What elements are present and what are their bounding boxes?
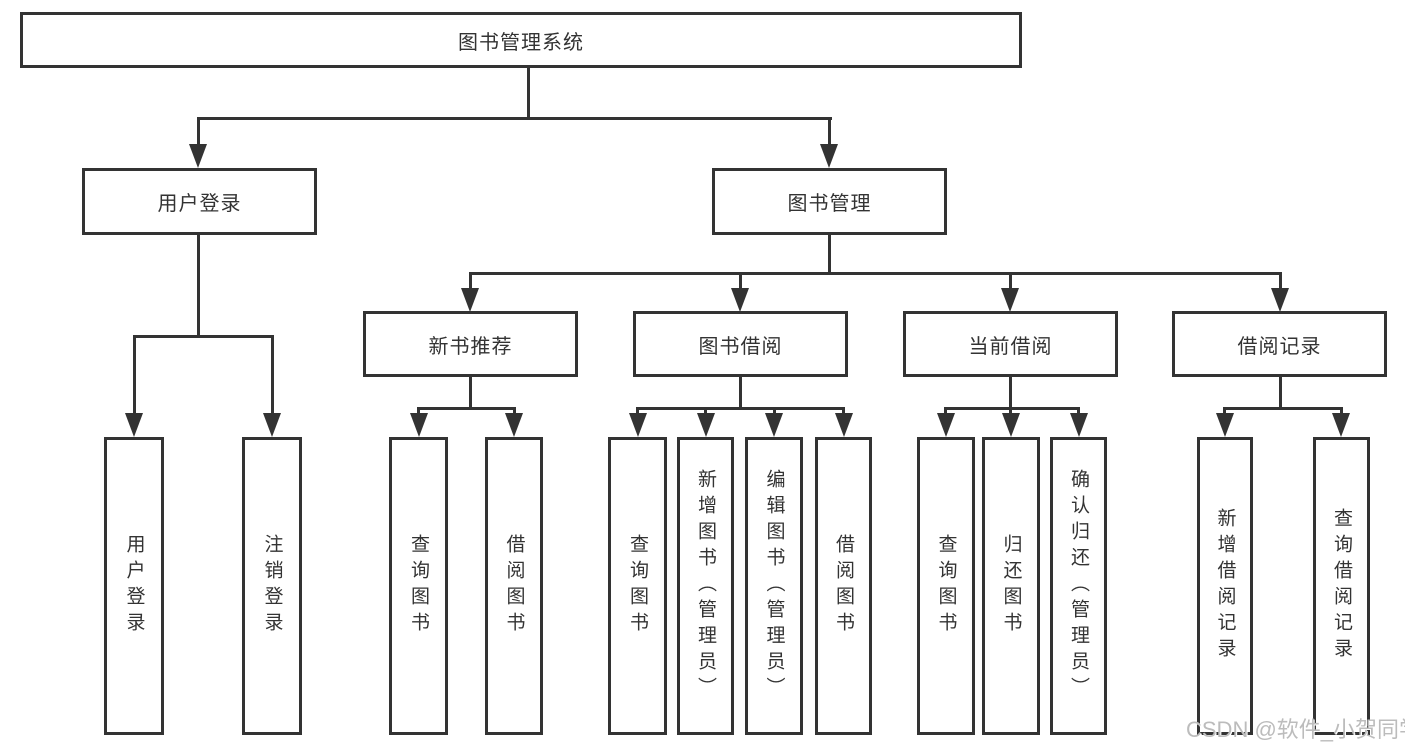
arrow-down-icon (731, 288, 749, 312)
connector-drop (636, 407, 639, 417)
leaf-label: 确认归还（管理员） (1068, 469, 1089, 703)
leaf-add-book-admin: 新增图书（管理员） (677, 437, 734, 735)
arrow-down-icon (1271, 288, 1289, 312)
connector-user-login-trunk (197, 235, 200, 338)
connector-user-login-bar (133, 335, 274, 338)
connector-drop-current-borrow (1009, 272, 1012, 292)
connector-borrow-record-bar (1223, 407, 1343, 410)
connector-book-mgmt-trunk (828, 235, 831, 275)
arrow-down-icon (1001, 288, 1019, 312)
connector-drop-book-borrow (739, 272, 742, 292)
leaf-return-book: 归还图书 (982, 437, 1040, 735)
leaf-label: 查询借阅记录 (1331, 508, 1352, 664)
node-user-login: 用户登录 (82, 168, 317, 235)
arrow-down-icon (820, 144, 838, 168)
node-new-book-recommend: 新书推荐 (363, 311, 578, 377)
leaf-label: 查询图书 (627, 534, 648, 638)
leaf-add-borrow-record: 新增借阅记录 (1197, 437, 1253, 735)
arrow-down-icon (835, 413, 853, 437)
connector-drop-book-mgmt (828, 117, 831, 149)
arrow-down-icon (461, 288, 479, 312)
leaf-logout: 注销登录 (242, 437, 302, 735)
leaf-label: 归还图书 (1000, 534, 1022, 638)
node-root: 图书管理系统 (20, 12, 1022, 68)
leaf-query-book-1: 查询图书 (389, 437, 448, 735)
connector-current-borrow-trunk (1009, 377, 1012, 409)
arrow-down-icon (937, 413, 955, 437)
connector-drop (1077, 407, 1080, 417)
arrow-down-icon (629, 413, 647, 437)
connector-drop-user-login (197, 117, 200, 149)
arrow-down-icon (410, 413, 428, 437)
connector-level3-bar (469, 272, 1282, 275)
leaf-label: 借阅图书 (503, 534, 525, 638)
leaf-borrow-book-2: 借阅图书 (815, 437, 872, 735)
connector-drop (513, 407, 516, 417)
connector-drop (1009, 407, 1012, 417)
connector-level2-bar (197, 117, 832, 120)
arrow-down-icon (765, 413, 783, 437)
leaf-user-login: 用户登录 (104, 437, 164, 735)
connector-book-borrow-bar (636, 407, 845, 410)
arrow-down-icon (263, 413, 281, 437)
leaf-label: 借阅图书 (833, 534, 854, 638)
connector-drop-new-book (469, 272, 472, 292)
watermark: CSDN @软件_小贺同学 (1186, 717, 1405, 742)
connector-drop-login-leaf (133, 335, 136, 415)
arrow-down-icon (697, 413, 715, 437)
leaf-confirm-return-admin: 确认归还（管理员） (1050, 437, 1107, 735)
leaf-label: 新增图书（管理员） (695, 469, 716, 703)
leaf-label: 注销登录 (261, 534, 283, 638)
leaf-label: 用户登录 (123, 534, 145, 638)
arrow-down-icon (189, 144, 207, 168)
leaf-label: 查询图书 (408, 534, 429, 638)
leaf-label: 编辑图书（管理员） (763, 469, 785, 703)
leaf-borrow-book-1: 借阅图书 (485, 437, 543, 735)
node-current-borrow: 当前借阅 (903, 311, 1118, 377)
connector-drop-borrow-record (1279, 272, 1282, 292)
node-borrow-record: 借阅记录 (1172, 311, 1387, 377)
connector-drop (1340, 407, 1343, 417)
leaf-query-borrow-record: 查询借阅记录 (1313, 437, 1370, 735)
connector-drop (704, 407, 707, 417)
arrow-down-icon (1070, 413, 1088, 437)
node-book-management: 图书管理 (712, 168, 947, 235)
connector-drop (1223, 407, 1226, 417)
leaf-label: 查询图书 (935, 534, 957, 638)
connector-new-book-bar (417, 407, 516, 410)
leaf-label: 新增借阅记录 (1214, 508, 1236, 664)
arrow-down-icon (125, 413, 143, 437)
arrow-down-icon (1332, 413, 1350, 437)
connector-new-book-trunk (469, 377, 472, 409)
leaf-query-book-3: 查询图书 (917, 437, 975, 735)
connector-drop (417, 407, 420, 417)
arrow-down-icon (1002, 413, 1020, 437)
arrow-down-icon (1216, 413, 1234, 437)
connector-drop (773, 407, 776, 417)
arrow-down-icon (505, 413, 523, 437)
connector-current-borrow-bar (944, 407, 1080, 410)
connector-root-trunk (527, 66, 530, 119)
connector-book-borrow-trunk (739, 377, 742, 409)
connector-borrow-record-trunk (1279, 377, 1282, 409)
leaf-edit-book-admin: 编辑图书（管理员） (745, 437, 803, 735)
connector-drop (842, 407, 845, 417)
connector-drop (944, 407, 947, 417)
leaf-query-book-2: 查询图书 (608, 437, 667, 735)
connector-drop-logout-leaf (271, 335, 274, 415)
node-book-borrow: 图书借阅 (633, 311, 848, 377)
